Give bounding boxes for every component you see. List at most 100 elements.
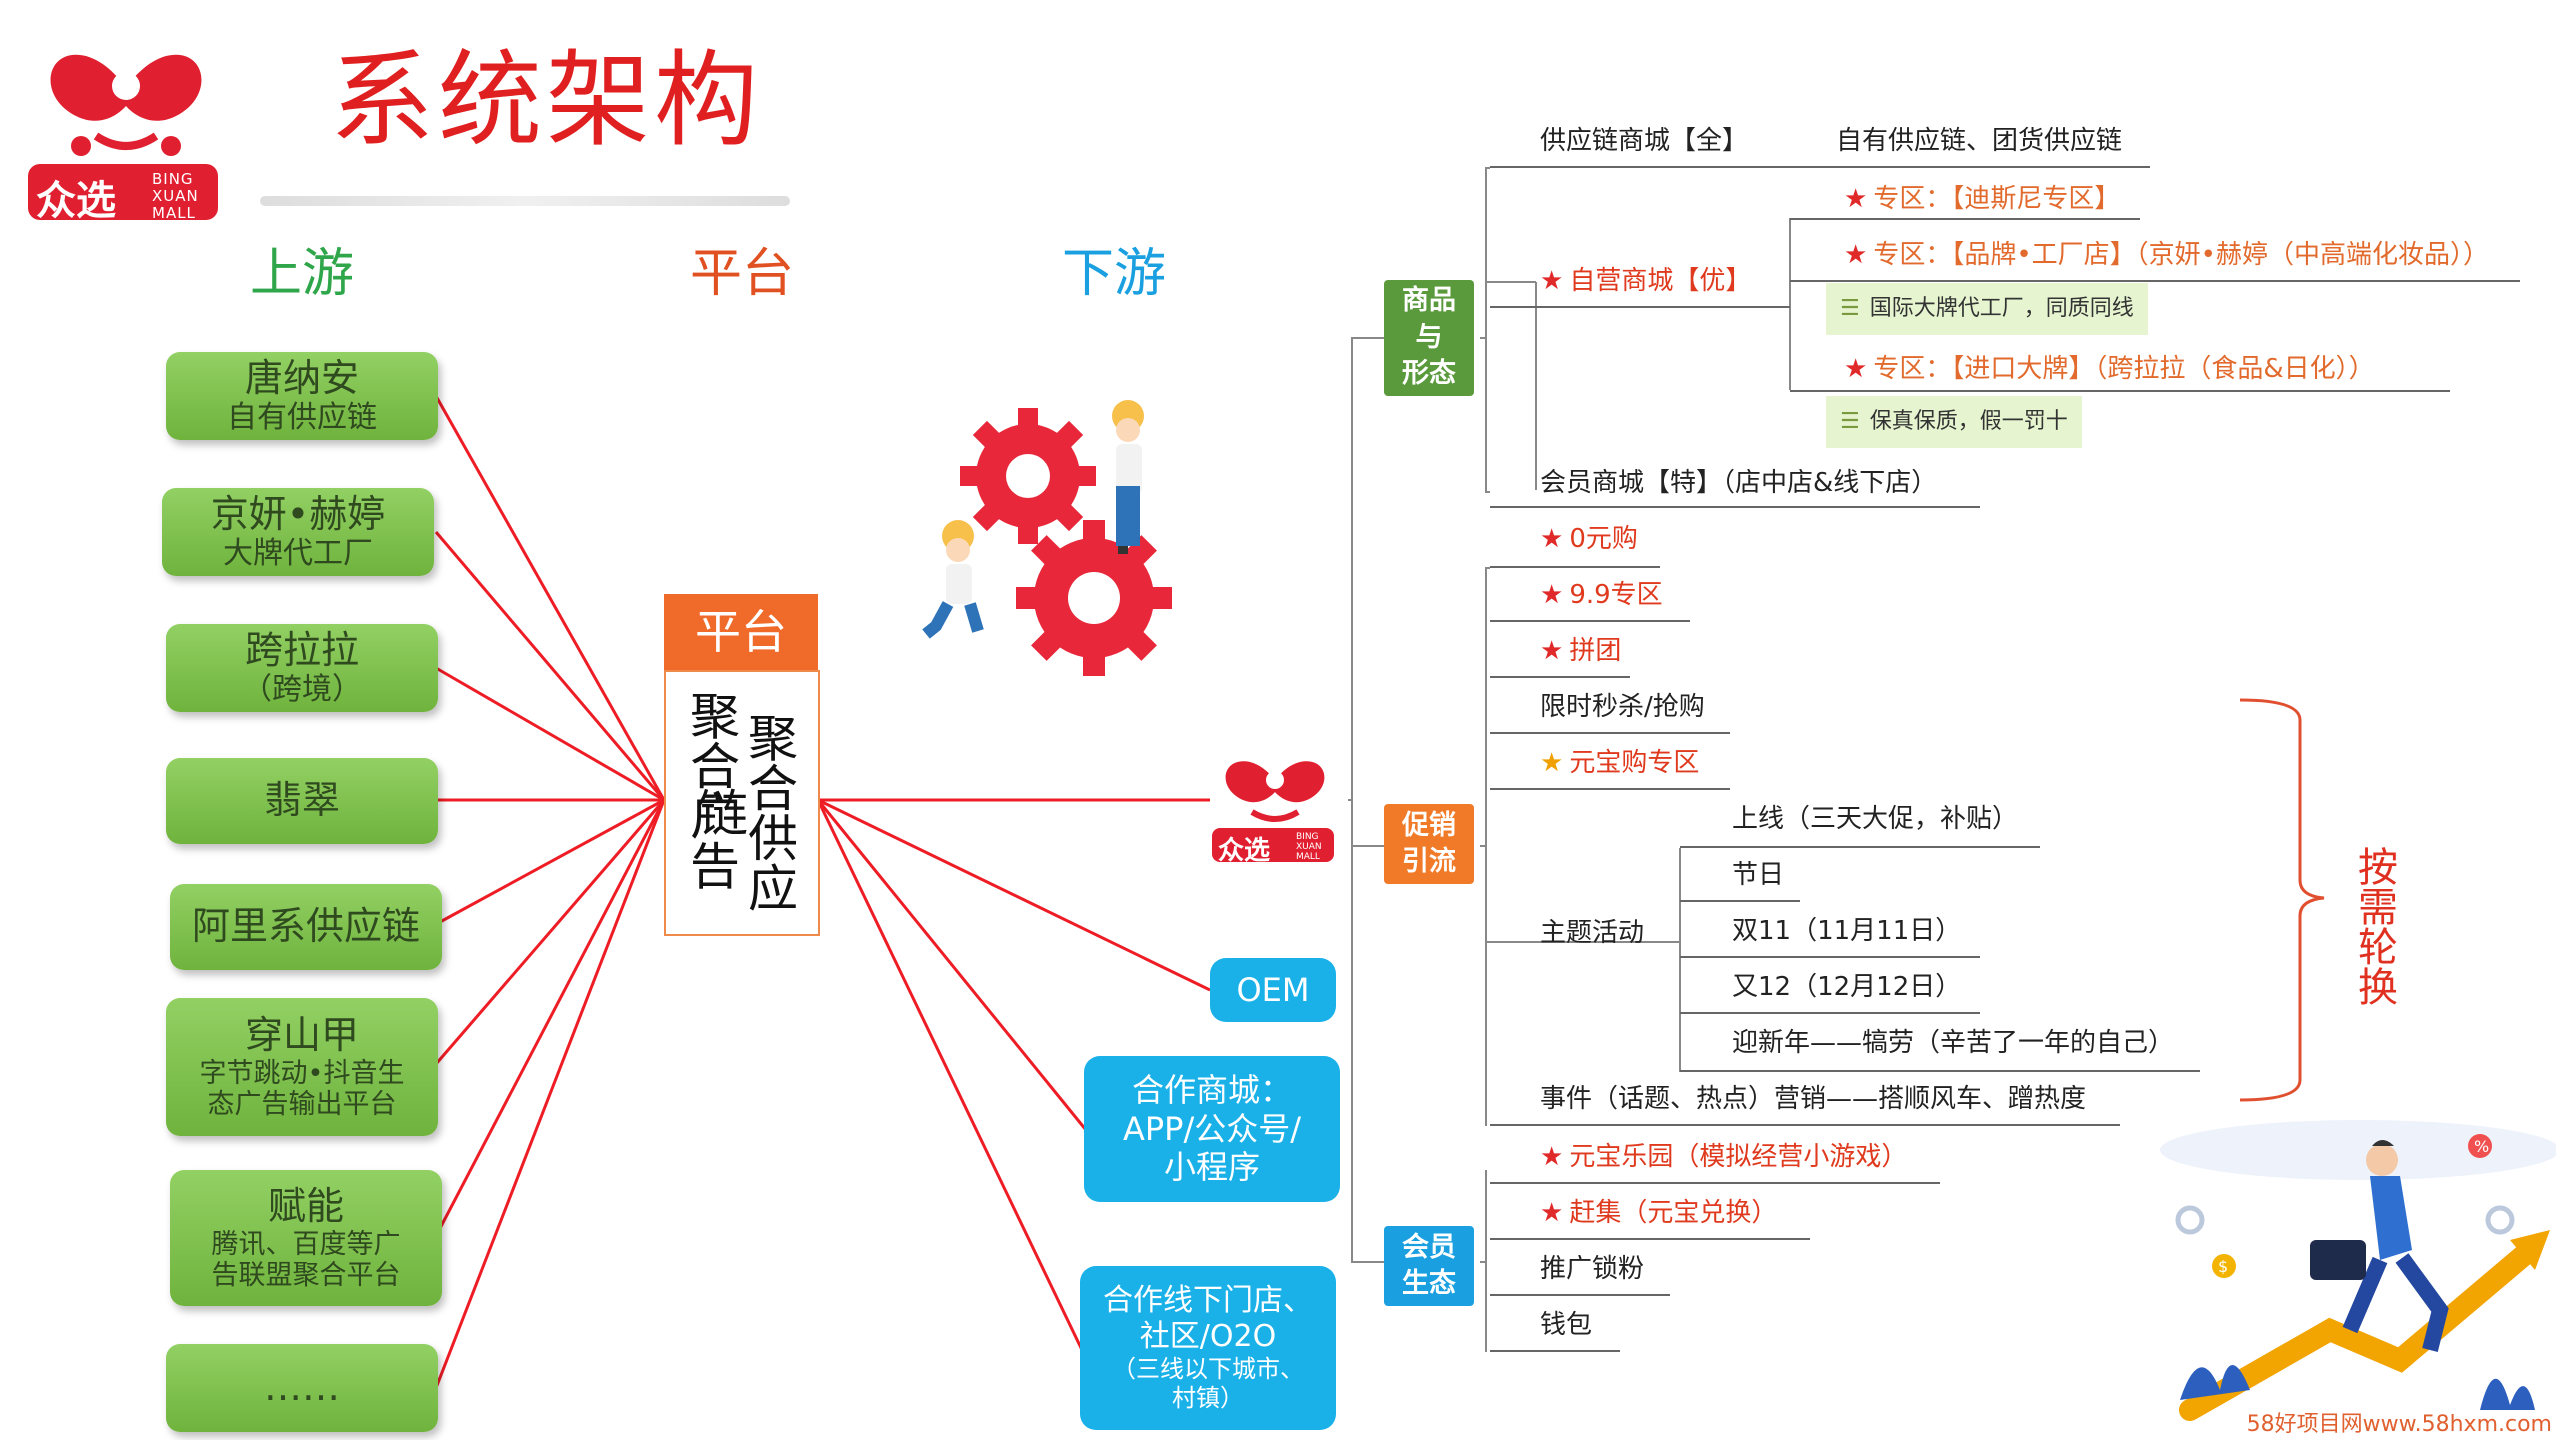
upstream-item-title: 阿里系供应链 <box>191 904 420 949</box>
upstream-item-ali: 阿里系供应链 <box>170 884 442 970</box>
upstream-item-title: 唐纳安 <box>244 355 359 400</box>
title-underline <box>260 196 790 206</box>
divider <box>1490 788 1730 790</box>
upstream-header: 上游 <box>250 244 355 304</box>
upstream-item-title: 翡翠 <box>263 778 340 823</box>
upstream-item-subtitle: 自有供应链 <box>227 399 377 435</box>
upstream-item-jingyan: 京妍•赫婷 大牌代工厂 <box>162 488 434 576</box>
theme-festival: 节日 <box>1732 860 1785 890</box>
partner-store-line: 合作线下门店、 <box>1103 1283 1313 1319</box>
logo-cn-text: 众选 <box>36 178 116 224</box>
platform-box: 聚合供应链 聚合广告 <box>664 670 820 936</box>
zone-import-brand: ★专区：【进口大牌】（跨拉拉（食品&日化）） <box>1844 356 2375 382</box>
gears-workers-illustration <box>922 400 1172 676</box>
downstream-logo-en2: XUAN <box>1296 842 1322 852</box>
upstream-item-chuanshanjia: 穿山甲 字节跳动•抖音生 态广告输出平台 <box>166 998 438 1136</box>
divider <box>1490 306 1790 308</box>
category-label: 促销 <box>1402 809 1456 841</box>
platform-ads: 聚合广告 <box>682 690 740 890</box>
rotate-on-demand-label: 按需轮换 <box>2358 845 2398 1011</box>
promo-zero-buy: ★0元购 <box>1540 526 1638 552</box>
member-mall: 会员商城【特】（店中店&线下店） <box>1540 468 1938 498</box>
promo-theme-activity: 主题活动 <box>1540 918 1645 948</box>
promo-label: 元宝购专区 <box>1569 748 1700 778</box>
star-icon: ★ <box>1540 1142 1564 1172</box>
upstream-item-subtitle: 大牌代工厂 <box>223 535 373 571</box>
divider <box>1490 1294 1670 1296</box>
divider <box>1490 566 1660 568</box>
divider <box>1790 218 2140 220</box>
upstream-item-kualala: 跨拉拉 （跨境） <box>166 624 438 712</box>
star-icon: ★ <box>1844 354 1868 384</box>
member-label: 赶集（元宝兑换） <box>1569 1198 1778 1228</box>
businessman-growth-illustration: % $ <box>2160 1120 2556 1421</box>
divider <box>1490 732 1730 734</box>
divider <box>1490 1124 2120 1126</box>
zone-brand-factory: ★专区：【品牌•工厂店】（京妍•赫婷（中高端化妆品）） <box>1844 242 2489 268</box>
upstream-item-title: 穿山甲 <box>244 1013 359 1058</box>
divider <box>1680 846 2040 848</box>
divider <box>1490 1238 1810 1240</box>
zone-label: 专区：【迪斯尼专区】 <box>1873 184 2121 214</box>
upstream-item-title: …… <box>264 1365 340 1410</box>
downstream-logo-cn: 众选 <box>1218 836 1271 866</box>
divider <box>1680 956 1980 958</box>
divider <box>1790 280 2520 282</box>
self-operated-mall: ★自营商城【优】 <box>1540 268 1751 294</box>
promo-label: 0元购 <box>1569 524 1638 554</box>
category-label: 商品 <box>1402 285 1456 317</box>
note-icon: ☰ <box>1840 409 1860 434</box>
note-icon: ☰ <box>1840 296 1860 321</box>
promo-label: 拼团 <box>1569 636 1622 666</box>
logo-en-text-1: BING <box>152 170 194 188</box>
divider <box>1490 620 1690 622</box>
upstream-item-title: 京妍•赫婷 <box>210 491 386 536</box>
star-icon: ★ <box>1540 266 1564 296</box>
upstream-item-title: 赋能 <box>267 1184 344 1229</box>
promo-yuanbao: ★元宝购专区 <box>1540 750 1699 776</box>
promo-flash-sale: 限时秒杀/抢购 <box>1540 692 1705 722</box>
divider <box>1680 1012 1980 1014</box>
star-icon: ★ <box>1540 580 1564 610</box>
star-icon: ★ <box>1540 1198 1564 1228</box>
upstream-item-subtitle: 腾讯、百度等广 <box>211 1228 401 1260</box>
downstream-partner-mall: 合作商城： APP/公众号/ 小程序 <box>1084 1056 1340 1202</box>
partner-mall-line: APP/公众号/ <box>1122 1109 1302 1148</box>
upstream-item-subtitle: （跨境） <box>242 671 362 707</box>
partner-mall-line: 合作商城： <box>1131 1071 1292 1110</box>
logo-graphic <box>28 54 218 220</box>
star-icon: ★ <box>1844 240 1868 270</box>
partner-store-line: 村镇） <box>1172 1384 1244 1412</box>
category-label: 会员 <box>1402 1231 1456 1263</box>
category-label: 与 <box>1415 321 1443 353</box>
self-operated-mall-label: 自营商城【优】 <box>1569 266 1752 296</box>
divider <box>1490 506 1980 508</box>
promo-9-9: ★9.9专区 <box>1540 582 1663 608</box>
divider <box>1490 1182 1940 1184</box>
category-member: 会员 生态 <box>1384 1226 1474 1306</box>
note-text: 保真保质，假一罚十 <box>1869 409 2068 434</box>
divider <box>1490 166 2150 168</box>
member-wallet: 钱包 <box>1540 1310 1593 1340</box>
upstream-item-feicui: 翡翠 <box>166 758 438 844</box>
svg-text:$: $ <box>2218 1257 2228 1276</box>
platform-header: 平台 <box>690 244 795 304</box>
note-text: 国际大牌代工厂，同质同线 <box>1869 296 2134 321</box>
member-label: 元宝乐园（模拟经营小游戏） <box>1569 1142 1908 1172</box>
theme-new-year: 迎新年——犒劳（辛苦了一年的自己） <box>1732 1028 2175 1058</box>
category-goods: 商品 与 形态 <box>1384 280 1474 396</box>
page-title: 系统架构 <box>330 39 763 161</box>
downstream-logo-en1: BING <box>1296 832 1319 842</box>
supply-chain-mall: 供应链商城【全】 <box>1540 126 1749 156</box>
member-promo-lock: 推广锁粉 <box>1540 1254 1645 1284</box>
oem-label: OEM <box>1236 970 1310 1009</box>
theme-double-11: 双11（11月11日） <box>1732 916 1962 946</box>
category-promo: 促销 引流 <box>1384 804 1474 884</box>
promo-label: 9.9专区 <box>1569 580 1663 610</box>
member-yuanbao-park: ★元宝乐园（模拟经营小游戏） <box>1540 1144 1907 1170</box>
zone-disney: ★专区：【迪斯尼专区】 <box>1844 186 2120 212</box>
upstream-item-title: 跨拉拉 <box>244 627 359 672</box>
category-label: 生态 <box>1402 1268 1456 1299</box>
note-authentic: ☰ 保真保质，假一罚十 <box>1826 396 2082 448</box>
